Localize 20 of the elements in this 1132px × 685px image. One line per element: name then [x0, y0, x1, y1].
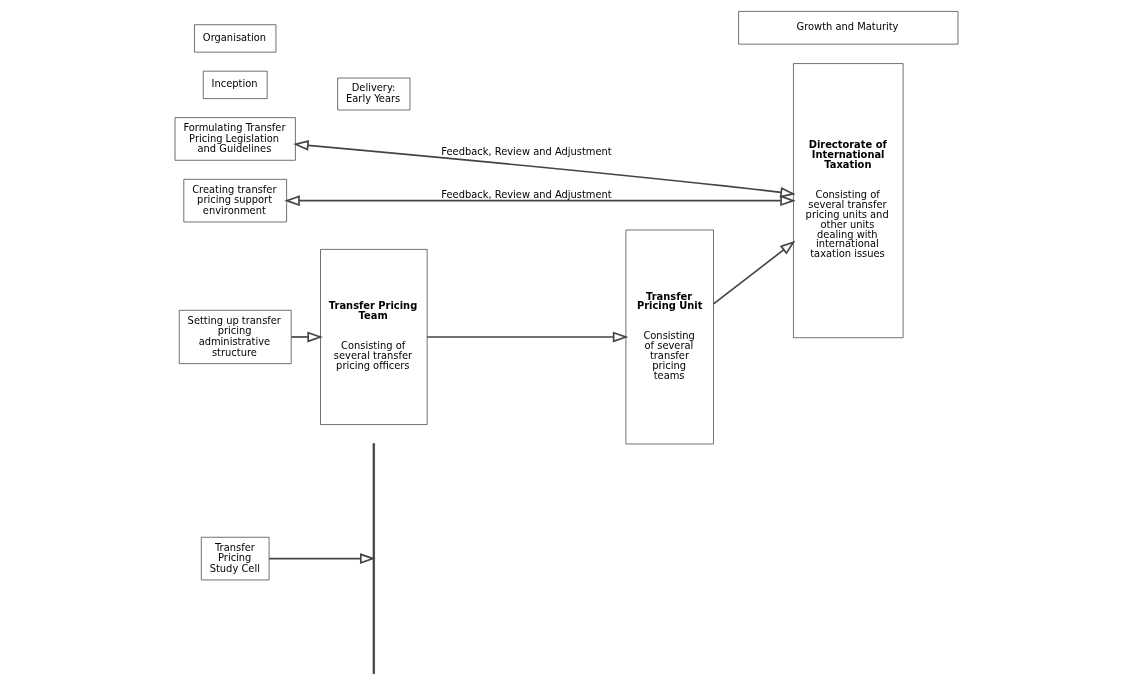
node-box: Transfer Pricing Study Cell — [200, 536, 269, 581]
arrow — [290, 331, 323, 343]
arrow — [292, 140, 796, 198]
node-box: Directorate of International Taxation Consisting of several transfer pricing units and other units dealing with international taxation issues — [792, 63, 903, 339]
edge-label: Feedback, Review and Adjustment — [440, 188, 612, 200]
node-box: Growth and Maturity — [737, 11, 958, 45]
node-box: Organisation — [193, 24, 276, 53]
arrow — [267, 553, 376, 565]
node-box: Delivery: Early Years — [336, 77, 410, 111]
arrow — [425, 331, 628, 343]
node-box: Creating transfer pricing support environment — [182, 178, 287, 223]
node-box: Setting up transfer pricing administrative structure — [178, 309, 292, 364]
arrow — [712, 240, 795, 305]
node-box: Transfer Pricing Unit Consisting of several transfer pricing teams — [625, 229, 714, 445]
node-box: Inception — [202, 70, 268, 99]
arrow — [283, 195, 796, 207]
node-box: Transfer Pricing Team Consisting of several transfer pricing officers — [319, 249, 427, 425]
edge-label: Feedback, Review and Adjustment — [440, 146, 612, 158]
node-bar — [372, 443, 375, 674]
node-box: Formulating Transfer Pricing Legislation and Guidelines — [174, 117, 296, 161]
